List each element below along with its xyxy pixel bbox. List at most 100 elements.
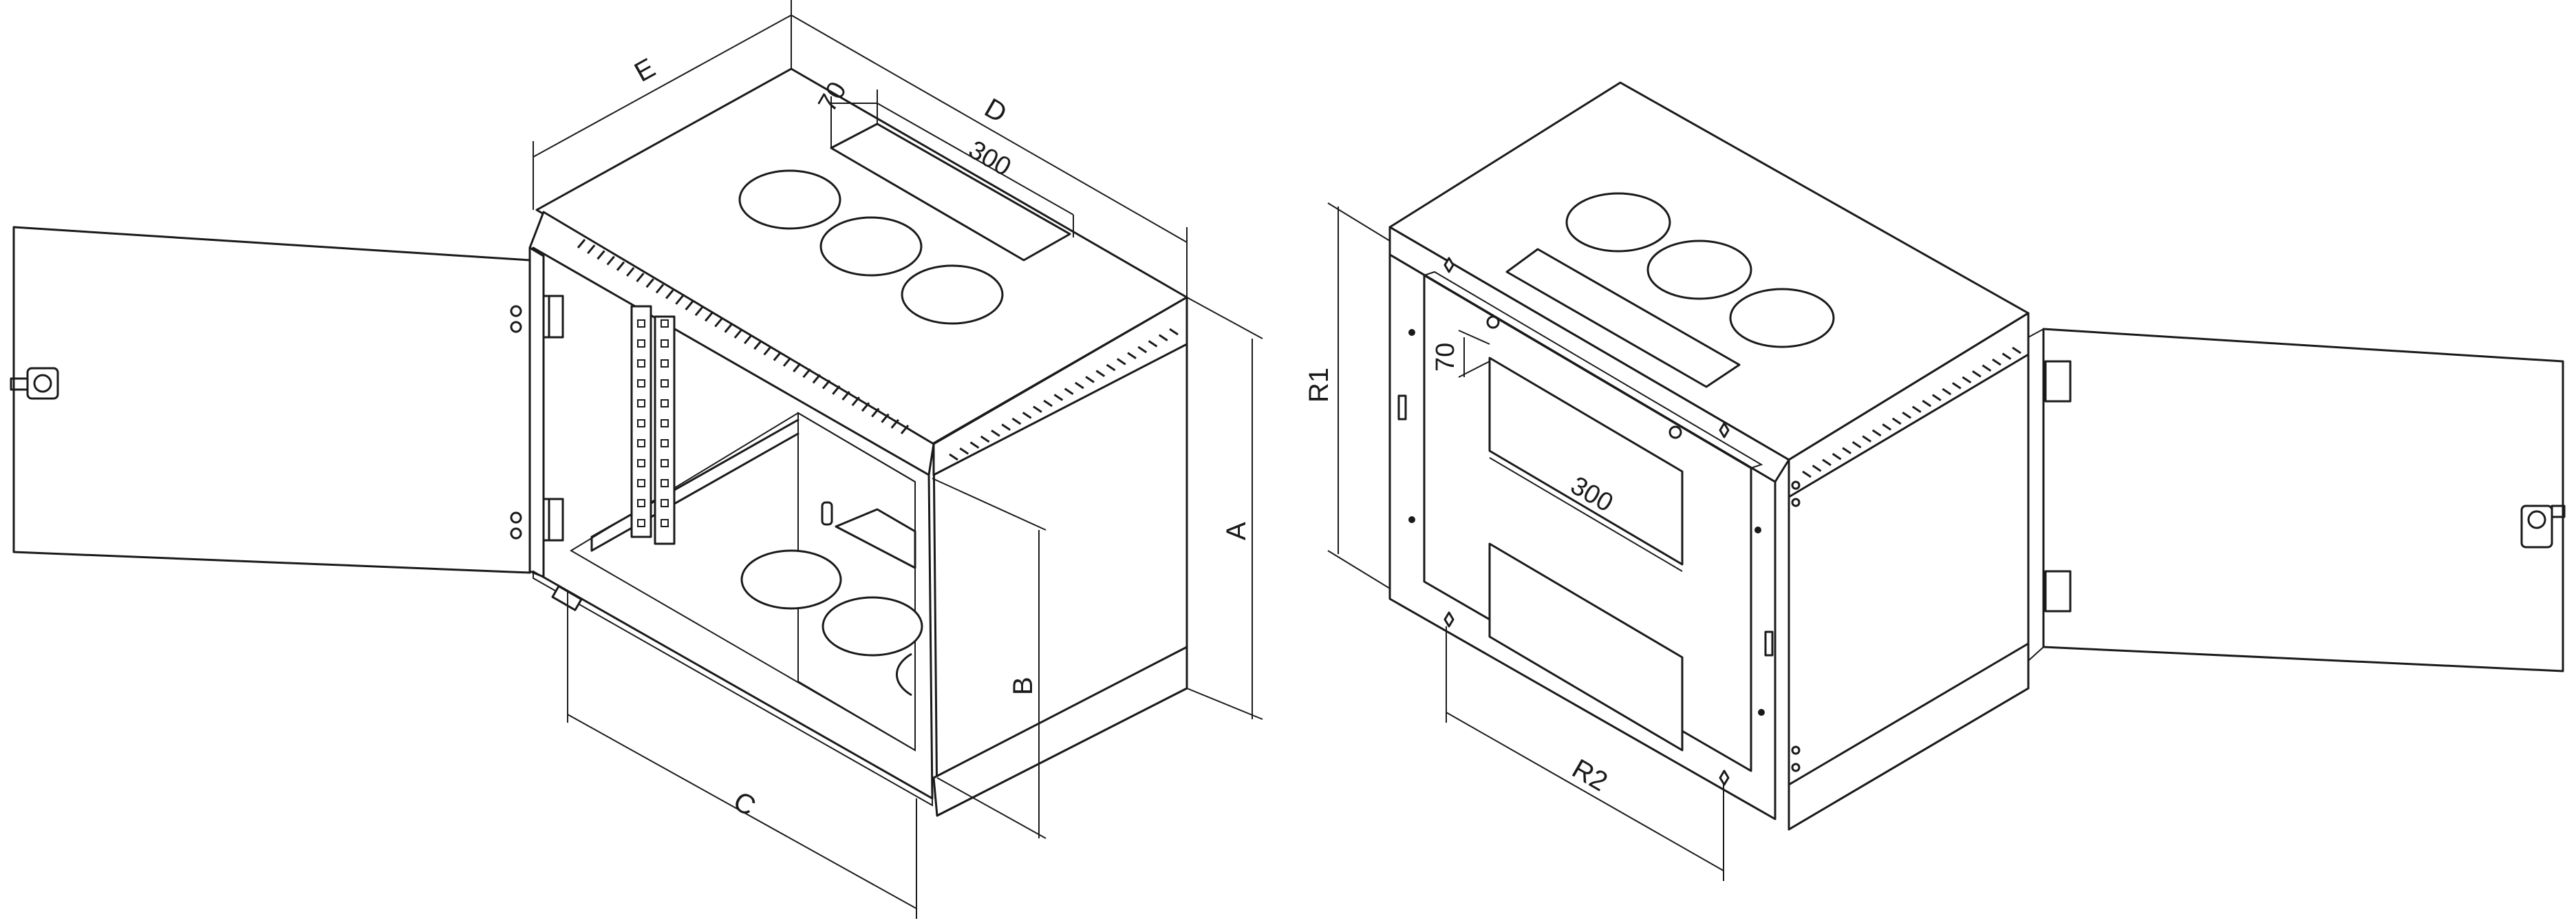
- vent-slot: [655, 284, 665, 294]
- vent-slot: [1922, 399, 1932, 407]
- vent-slot: [1812, 465, 1822, 472]
- vent-slot: [991, 429, 1000, 437]
- vent-slot: [949, 453, 958, 461]
- rail-hole: [637, 499, 645, 507]
- vent-slot: [890, 418, 899, 429]
- vent-slot: [1148, 340, 1158, 348]
- rail-hole: [661, 319, 669, 328]
- right-top-cable-slot: [1505, 248, 1741, 388]
- rail-hole: [637, 419, 645, 427]
- rail-hole: [661, 399, 669, 407]
- vent-slot: [1085, 376, 1095, 383]
- vent-slot: [900, 425, 910, 434]
- vent-slot: [851, 396, 860, 407]
- rail-hole: [637, 399, 645, 407]
- left-door-hinge-top-icon: [510, 305, 522, 333]
- vent-slot: [743, 335, 753, 345]
- rail-hole: [637, 379, 645, 388]
- vent-slot: [1871, 429, 1882, 437]
- right-open-door: [2028, 328, 2566, 672]
- vent-slot: [871, 407, 880, 418]
- vent-slot: [1169, 328, 1179, 336]
- vent-slot: [1931, 394, 1942, 401]
- rail-hole: [637, 459, 645, 467]
- vent-slot: [1116, 358, 1126, 365]
- vent-slot: [1982, 364, 1992, 372]
- rail-hole: [637, 359, 645, 368]
- vent-slot: [675, 295, 684, 305]
- vent-slot: [685, 301, 694, 310]
- vent-slot: [1891, 417, 1902, 425]
- rail-hole: [637, 479, 645, 487]
- vent-slot: [1075, 381, 1084, 390]
- rail-hole: [661, 439, 669, 447]
- label-A: A: [1221, 522, 1252, 540]
- vent-slot: [812, 374, 821, 384]
- vent-slot: [1992, 358, 2001, 366]
- right-door-window-top: [1488, 357, 1684, 566]
- vent-slot: [753, 340, 762, 350]
- rail-hole: [661, 459, 669, 467]
- right-door-lock-icon: [2520, 505, 2566, 549]
- left-mounting-rail: [630, 305, 676, 545]
- vent-slot: [704, 312, 713, 322]
- rail-hole: [637, 439, 645, 447]
- vent-slot: [626, 266, 635, 277]
- rail-hole: [661, 339, 669, 348]
- left-top-cable-holes: [738, 169, 1004, 325]
- vent-slot: [1911, 405, 1922, 413]
- vent-slot: [822, 379, 831, 390]
- vent-slot: [1802, 470, 1812, 478]
- vent-slot: [1043, 399, 1053, 407]
- vent-slot: [832, 385, 841, 395]
- left-cabinet-side-top-bevel: [932, 296, 1188, 476]
- left-cabinet: [10, 67, 1188, 817]
- label-C: C: [729, 786, 761, 823]
- right-door-window-bottom: [1488, 542, 1684, 752]
- vent-slot: [1095, 370, 1106, 377]
- vent-slot: [1832, 453, 1842, 460]
- rail-hole: [661, 499, 669, 507]
- left-open-door: [10, 226, 531, 574]
- vent-slot: [1053, 394, 1064, 401]
- vent-slot: [782, 357, 792, 367]
- vent-slot: [636, 273, 645, 283]
- label-R2: R2: [1567, 754, 1613, 798]
- vent-slot: [1137, 346, 1148, 354]
- vent-slot: [1011, 417, 1022, 425]
- vent-slot: [714, 317, 723, 328]
- vent-slot: [1862, 435, 1871, 443]
- vent-slot: [1822, 458, 1832, 467]
- rail-hole: [661, 419, 669, 427]
- vent-slot: [587, 244, 596, 255]
- label-70-front: 70: [1431, 343, 1460, 372]
- vent-slot: [773, 351, 782, 361]
- vent-slot: [616, 261, 625, 271]
- vent-slot: [1882, 423, 1892, 431]
- vent-slot: [1962, 376, 1972, 384]
- label-B: B: [1008, 677, 1038, 695]
- left-front-bezel-vents: [577, 239, 910, 434]
- vent-slot: [1902, 412, 1912, 419]
- vent-slot: [2001, 352, 2012, 360]
- vent-slot: [1942, 388, 1952, 396]
- vent-slot: [802, 368, 811, 379]
- vent-slot: [1842, 447, 1852, 454]
- label-R1: R1: [1304, 368, 1334, 403]
- left-door-lock-icon: [10, 367, 59, 400]
- vent-slot: [606, 255, 615, 266]
- right-side-bottom-bevel: [1788, 642, 2030, 831]
- vent-slot: [1952, 382, 1962, 390]
- vent-slot: [733, 328, 743, 339]
- rail-hole: [661, 359, 669, 368]
- right-door-hinge-top-icon: [2044, 360, 2072, 403]
- vent-slot: [694, 306, 704, 317]
- vent-slot: [724, 323, 733, 333]
- rail-hole: [637, 519, 645, 527]
- vent-slot: [1106, 363, 1116, 372]
- vent-slot: [2012, 346, 2021, 354]
- left-door-hinge-bottom-icon: [510, 511, 522, 540]
- right-top-cable-holes: [1565, 192, 1835, 348]
